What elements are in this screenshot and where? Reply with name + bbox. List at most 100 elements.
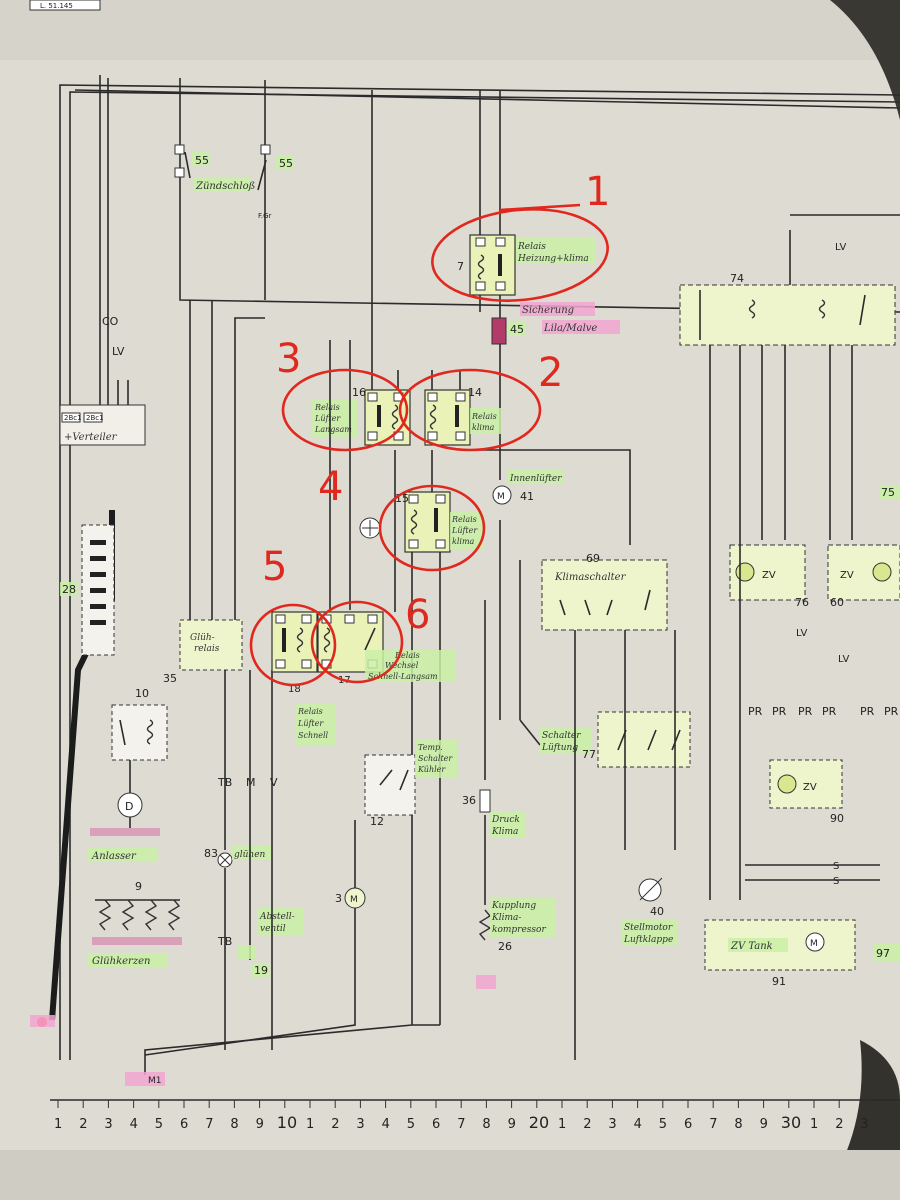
annotation-4: 4 bbox=[318, 464, 343, 510]
relay-18-label-2: Lüfter bbox=[297, 719, 324, 728]
svg-text:M: M bbox=[810, 939, 818, 949]
ruler-label: 1 bbox=[306, 1117, 314, 1132]
svg-text:PR: PR bbox=[798, 705, 813, 718]
climate-switch-label: Klimaschalter bbox=[554, 572, 627, 583]
svg-text:M: M bbox=[350, 895, 358, 905]
svg-text:PR: PR bbox=[748, 705, 763, 718]
shutoff-valve-label-2: ventil bbox=[260, 924, 286, 934]
svg-text:TB: TB bbox=[217, 776, 232, 789]
module-74 bbox=[679, 284, 896, 346]
relay-17-label-3: Schnell-Langsam bbox=[368, 672, 438, 681]
relay-16-label-1: Relais bbox=[314, 403, 340, 412]
ruler-label: 9 bbox=[508, 1117, 516, 1132]
relay-14-label-1: Relais bbox=[471, 412, 497, 421]
ruler-label: 3 bbox=[356, 1117, 364, 1132]
ruler-label: 7 bbox=[457, 1117, 465, 1132]
ruler-label: 7 bbox=[709, 1117, 717, 1132]
glow-relay-label-2: relais bbox=[194, 644, 220, 654]
svg-text:ZV: ZV bbox=[762, 570, 776, 581]
ruler-label: 6 bbox=[432, 1117, 440, 1132]
clutch-label-1: Kupplung bbox=[491, 901, 536, 911]
svg-text:PR: PR bbox=[772, 705, 787, 718]
num-77: 77 bbox=[582, 748, 596, 761]
starter-solenoid-10 bbox=[111, 704, 168, 761]
num-45: 45 bbox=[510, 323, 524, 336]
ruler-label: 3 bbox=[860, 1117, 868, 1132]
num-16: 16 bbox=[352, 386, 366, 399]
ruler-label: 4 bbox=[130, 1117, 138, 1132]
svg-text:LV: LV bbox=[838, 654, 849, 665]
num-35: 35 bbox=[163, 672, 177, 685]
ruler-label: 5 bbox=[155, 1117, 163, 1132]
num-74: 74 bbox=[730, 272, 744, 285]
ruler-label: 1 bbox=[558, 1117, 566, 1132]
annotation-circle-6: 6 bbox=[378, 484, 486, 638]
ruler-label: 6 bbox=[684, 1117, 692, 1132]
relay-15-label-1: Relais bbox=[451, 515, 477, 524]
ruler-label: 5 bbox=[659, 1117, 667, 1132]
temp-switch-label-1: Temp. bbox=[418, 743, 443, 752]
ruler-label: 20 bbox=[529, 1113, 549, 1132]
num-75: 75 bbox=[881, 486, 895, 499]
num-83: 83 bbox=[204, 847, 218, 860]
annotation-4-text: 4 bbox=[318, 464, 343, 510]
annotation-circle-5: 5 bbox=[249, 544, 404, 687]
climate-switch-69 bbox=[541, 559, 668, 631]
ruler-label: 4 bbox=[634, 1117, 642, 1132]
ruler-label: 4 bbox=[382, 1117, 390, 1132]
num-41: 41 bbox=[520, 490, 534, 503]
svg-text:S: S bbox=[833, 876, 839, 887]
relay-15-label-3: klima bbox=[452, 537, 475, 546]
num-55-left: 55 bbox=[195, 154, 209, 167]
ruler-label: 7 bbox=[205, 1117, 213, 1132]
num-55-right: 55 bbox=[279, 157, 293, 170]
relay-7-label-2: Heizung+klima bbox=[517, 254, 589, 264]
temp-switch-12 bbox=[364, 754, 416, 816]
glow-plugs-label: Glühkerzen bbox=[92, 956, 150, 967]
ruler-label: 8 bbox=[482, 1117, 490, 1132]
clutch-label-3: kompressor bbox=[492, 925, 546, 935]
ruler-label: 2 bbox=[835, 1117, 843, 1132]
num-36: 36 bbox=[462, 794, 476, 807]
num-91: 91 bbox=[772, 975, 786, 988]
blower-motor-41 bbox=[492, 485, 512, 505]
relay-16-label-3: Langsam bbox=[314, 425, 352, 434]
actuator-label-1: Stellmotor bbox=[624, 923, 673, 933]
relay-14-label-2: klima bbox=[472, 423, 495, 432]
ruler-label: 8 bbox=[734, 1117, 742, 1132]
starter-label: Anlasser bbox=[91, 851, 137, 862]
blower-motor-label: Innenlüfter bbox=[509, 474, 562, 484]
svg-text:2Bc1: 2Bc1 bbox=[86, 414, 104, 422]
num-40: 40 bbox=[650, 905, 664, 918]
ruler-label: 6 bbox=[180, 1117, 188, 1132]
annotation-5: 5 bbox=[262, 544, 287, 590]
svg-text:PR: PR bbox=[822, 705, 837, 718]
svg-text:2Bc1: 2Bc1 bbox=[64, 414, 82, 422]
relay-16-label-2: Lüfter bbox=[314, 414, 341, 423]
glow-relay-label-1: Glüh- bbox=[190, 633, 215, 643]
doc-ref: L. 51.145 bbox=[40, 2, 73, 10]
relay-7-label-1: Relais bbox=[517, 242, 546, 252]
ruler-label: 30 bbox=[781, 1113, 801, 1132]
glow-relay-35 bbox=[179, 619, 243, 671]
annotation-3: 3 bbox=[276, 336, 301, 382]
ruler-label: 3 bbox=[608, 1117, 616, 1132]
num-60: 60 bbox=[830, 596, 844, 609]
ruler-label: 5 bbox=[407, 1117, 415, 1132]
fuse-45-label-2: Lila/Malve bbox=[543, 323, 597, 334]
svg-text:ZV: ZV bbox=[840, 570, 854, 581]
fuse-45 bbox=[491, 317, 507, 345]
relay-17-label-2: Wechsel bbox=[385, 661, 419, 670]
num-10: 10 bbox=[135, 687, 149, 700]
num-3: 3 bbox=[335, 892, 342, 905]
svg-text:F.Gr: F.Gr bbox=[258, 212, 272, 220]
annotation-circle-3: 3 bbox=[276, 336, 409, 452]
annotation-6: 6 bbox=[405, 592, 430, 638]
fuel-lock-label: ZV Tank bbox=[730, 941, 773, 952]
num-14: 14 bbox=[468, 386, 482, 399]
svg-text:LV: LV bbox=[835, 242, 846, 253]
ruler-label: 2 bbox=[331, 1117, 339, 1132]
num-18: 18 bbox=[288, 684, 301, 695]
